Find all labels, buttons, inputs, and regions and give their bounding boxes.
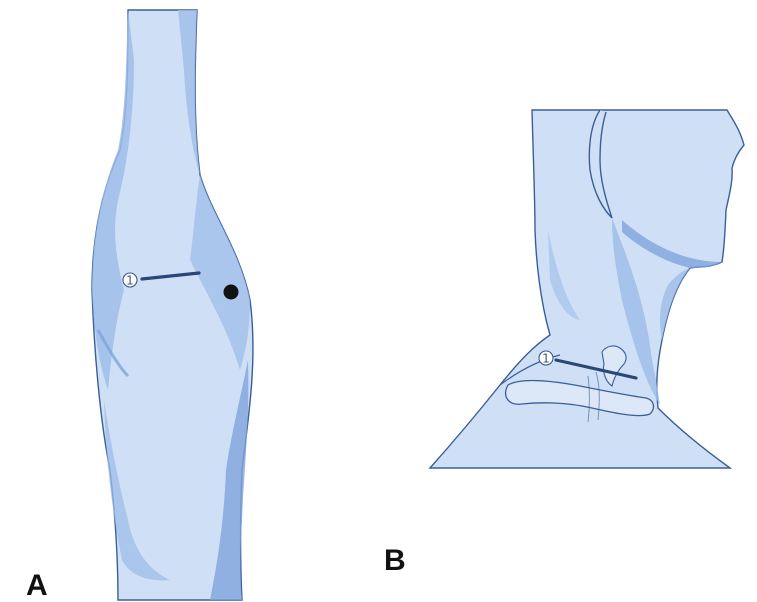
panel-b: 1 [430,110,744,468]
marker-number-a: 1 [126,274,134,288]
panel-a: 1 [92,10,253,600]
panel-label-b: B [384,544,406,577]
panel-label-a: A [26,569,48,602]
marker-number-b: 1 [542,352,550,366]
neck-silhouette [430,110,744,468]
landmark-dot [224,285,239,300]
